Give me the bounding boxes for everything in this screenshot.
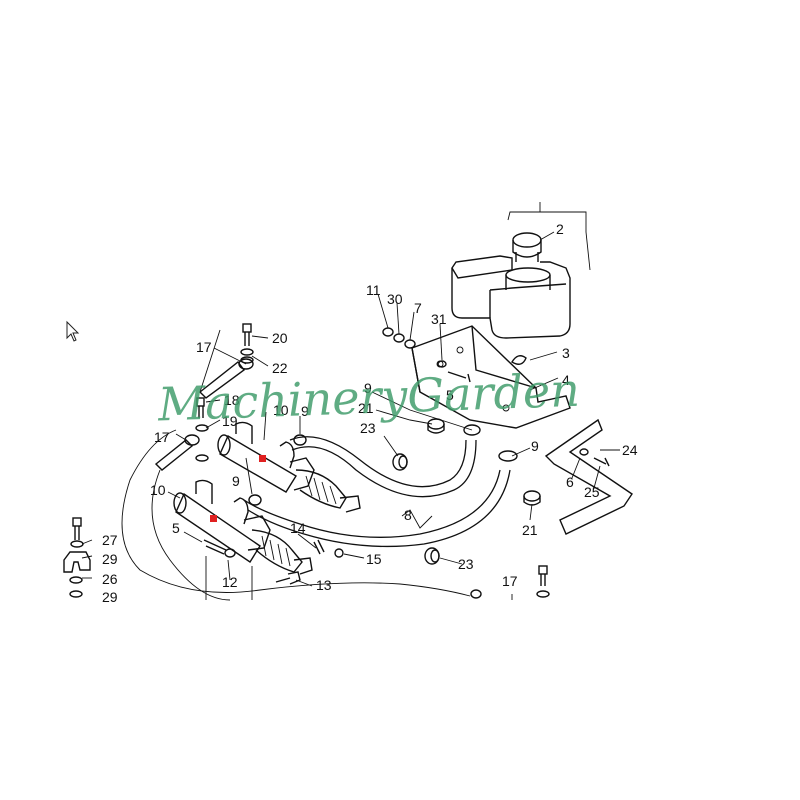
label-13: 13 [316,577,332,593]
label-9-upper-cyl: 9 [301,403,309,419]
bolt-18 [196,397,205,418]
bolt-20 [240,323,254,364]
label-29-upper: 29 [102,551,118,567]
leader-lines [81,231,620,587]
bolt-31 [437,360,471,383]
bolt-17-right [536,565,550,598]
label-12: 12 [222,574,238,590]
bolt-5 [203,539,236,558]
clip-15 [334,548,344,558]
label-17-right: 17 [502,573,518,589]
watermark-text: MachineryGarden [156,363,581,432]
label-2: 2 [556,221,564,237]
label-24: 24 [622,442,638,458]
stub-bottom [470,589,482,599]
clamp-9-right [498,450,518,462]
label-9-top: 9 [364,380,372,396]
label-18: 18 [224,392,240,408]
label-8: 8 [404,507,412,523]
label-31: 31 [431,311,447,327]
washers-19 [195,424,209,462]
label-30: 30 [387,291,403,307]
label-6: 6 [566,474,574,490]
label-10-lower: 10 [150,482,166,498]
brake-hoses [243,436,511,548]
label-5-bracket: 5 [446,387,454,403]
clamp-9-upper-cylinder [293,434,307,446]
label-23-bottom: 23 [458,556,474,572]
label-19: 19 [222,413,238,429]
side-bracket [544,418,633,535]
label-9-lower-cyl: 9 [232,473,240,489]
label-14: 14 [290,520,306,536]
mouse-pointer-icon [66,320,80,342]
hose-8-leader [401,509,433,529]
banjo-17-lower [154,434,200,471]
bolt-27 [70,517,84,548]
marker-upper [259,455,266,462]
bolt-13 [275,571,301,585]
reservoir-bracket-line [507,202,591,271]
pin-14 [313,539,325,555]
label-10-upper: 10 [273,402,289,418]
label-27: 27 [102,532,118,548]
label-4: 4 [562,372,570,388]
label-26: 26 [102,571,118,587]
callout-labels: 2 3 4 5 5 6 7 8 9 9 9 9 10 10 11 12 13 1… [102,221,638,605]
mounting-bracket [411,325,571,429]
ring-23-bottom [424,547,440,565]
clamp-26 [63,551,91,598]
label-21-top: 21 [358,400,374,416]
label-25: 25 [584,484,600,500]
label-17-upper: 17 [196,339,212,355]
ring-21-bottom [523,490,541,506]
label-22: 22 [272,360,288,376]
banjo-17-upper [198,358,254,399]
marker-lower [210,515,217,522]
pipe-lines [121,429,513,601]
clip-3 [511,355,527,365]
label-20: 20 [272,330,288,346]
clamp-9-top [463,424,481,436]
label-9-right: 9 [531,438,539,454]
label-15: 15 [366,551,382,567]
label-7: 7 [414,300,422,316]
ring-23-top [392,453,408,471]
label-3: 3 [562,345,570,361]
label-11: 11 [366,282,381,298]
clamp-9-lower-cylinder [248,494,262,506]
label-5-left: 5 [172,520,180,536]
ring-21-top [427,418,445,434]
master-cylinder-lower [173,479,313,575]
master-cylinder-upper [217,421,361,513]
label-23-top: 23 [360,420,376,436]
brake-fluid-reservoir [451,232,571,339]
label-21-bottom: 21 [522,522,538,538]
label-29-lower: 29 [102,589,118,605]
label-17-left: 17 [154,429,170,445]
